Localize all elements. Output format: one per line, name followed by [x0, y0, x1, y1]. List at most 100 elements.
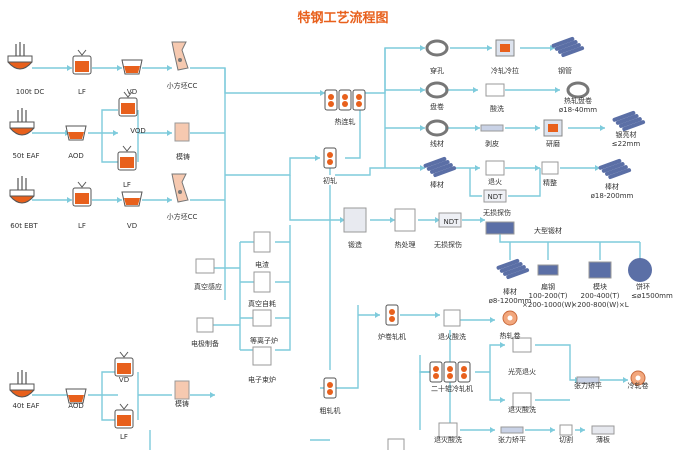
flow-arrow [623, 377, 628, 383]
label-ingot-casting-2: 模铸 [175, 400, 189, 408]
label-cutting: 切割 [559, 436, 573, 444]
label-20-high-mill: 二十辊冷轧机 [431, 385, 473, 393]
label-ndt-box-2: NDT [443, 218, 459, 226]
flow-line [505, 167, 541, 197]
flow-arrow [315, 155, 320, 161]
label-module: 模块 [593, 283, 607, 291]
vod-icon [118, 91, 138, 117]
label-anneal-pickle-1: 退火酸洗 [438, 333, 466, 341]
electron-beam-furnace-icon [252, 346, 272, 366]
label-module-dim-2: ×200-800(W)×L [571, 301, 629, 309]
label-lf-1: LF [78, 88, 86, 96]
label-thin-sheet: 薄板 [596, 436, 610, 444]
furnace-icon [387, 438, 405, 450]
label-hot-rolled-coil-2: 热轧卷 [499, 332, 521, 340]
flow-arrow [390, 217, 395, 223]
flow-arrow [487, 45, 492, 51]
flow-line [345, 93, 361, 159]
label-ndt-1: 无损探伤 [434, 241, 462, 249]
bar-icon [423, 156, 457, 178]
ingot-mold-icon [174, 122, 190, 142]
label-electron-beam-furnace: 电子束炉 [248, 376, 276, 384]
flow-arrow [117, 65, 122, 71]
label-hot-rolled-coil-dim: ø18-40mm [558, 106, 598, 114]
label-bar-1: 棒材 [430, 181, 444, 189]
ladle-icon [72, 49, 92, 75]
label-hot-rolled-coil: 热轧盘卷 [564, 97, 592, 105]
label-piercing: 穿孔 [430, 67, 444, 75]
vacuum-induction-icon [195, 258, 215, 274]
flow-line [200, 242, 241, 350]
flow-line [355, 47, 425, 94]
coil-icon [425, 81, 449, 99]
label-steckel-mill: 炉卷轧机 [378, 333, 406, 341]
label-100t-dc: 100t DC [15, 88, 45, 96]
flow-arrow [535, 125, 540, 131]
label-esr: 电渣 [255, 261, 269, 269]
flow-line [509, 242, 641, 260]
label-forged-bar: 棒材 [503, 288, 517, 296]
flow-arrow [500, 397, 505, 403]
flow-line [469, 168, 482, 197]
bright-anneal-icon [512, 337, 532, 353]
label-flat-steel: 扁钢 [541, 283, 555, 291]
furnace-icon [9, 176, 35, 204]
blooming-mill-icon [323, 147, 337, 169]
converter-icon [65, 388, 87, 404]
flow-line [225, 157, 320, 176]
flow-arrow [475, 125, 480, 131]
ladle-icon [117, 145, 137, 171]
pickling-tank-icon [485, 83, 505, 97]
label-anneal-pickle-3: 退火酸洗 [434, 436, 462, 444]
bar-product-icon [598, 158, 632, 180]
flow-line [499, 230, 640, 243]
esr-furnace-icon [253, 231, 271, 253]
flow-arrow [67, 65, 72, 71]
label-ingot-casting-1: 模铸 [176, 153, 190, 161]
flow-line [275, 225, 291, 351]
large-forging-icon [485, 221, 515, 235]
label-annealing-1: 退火 [488, 178, 502, 186]
heat-treatment-icon [394, 208, 416, 232]
flow-arrow [580, 427, 585, 433]
cold-rolling-icon [495, 39, 515, 57]
flow-arrow [117, 197, 122, 203]
label-anneal-pickle-2: 退火酸洗 [508, 406, 536, 414]
flow-arrow [490, 427, 495, 433]
flow-line [240, 241, 255, 351]
flow-arrow [490, 317, 495, 323]
finishing-icon [541, 161, 559, 175]
label-continuous-hot-rolling: 热连轧 [334, 118, 356, 126]
tension-leveler-icon [576, 376, 600, 384]
label-billet-cc-2: 小方坯CC [166, 213, 198, 221]
hot-coil-icon [566, 81, 590, 99]
label-forged-bar-dim: ø8-1200mm [488, 297, 532, 305]
flow-arrow [500, 342, 505, 348]
flow-arrow [320, 90, 325, 96]
label-bright-bar-dim: ≤22mm [611, 140, 641, 148]
flow-line [475, 344, 505, 401]
steel-tube-icon [551, 36, 585, 58]
label-bar-2-dim: ø18-200mm [590, 192, 634, 200]
label-heat-treatment: 热处理 [394, 241, 416, 249]
label-finishing: 精整 [543, 179, 557, 187]
flow-line [535, 344, 580, 401]
anneal-furnace-icon [485, 160, 505, 176]
flow-arrow [550, 427, 555, 433]
flow-arrow [600, 125, 605, 131]
diagram-title: 特钢工艺流程图 [297, 11, 389, 26]
label-flat-steel-dim-2: ×200-1000(W) [522, 301, 574, 309]
label-50t-eaf: 50t EAF [12, 152, 40, 160]
flow-arrow [420, 87, 425, 93]
forged-bar-icon [496, 258, 530, 280]
flow-arrow [420, 45, 425, 51]
flow-arrow [210, 392, 215, 398]
bright-bar-icon [612, 110, 646, 132]
ladle-icon [114, 351, 134, 377]
flat-steel-icon [537, 264, 559, 276]
flow-arrow [375, 312, 380, 318]
label-peeling: 剥皮 [485, 140, 499, 148]
anneal-pickle-icon [512, 392, 532, 408]
